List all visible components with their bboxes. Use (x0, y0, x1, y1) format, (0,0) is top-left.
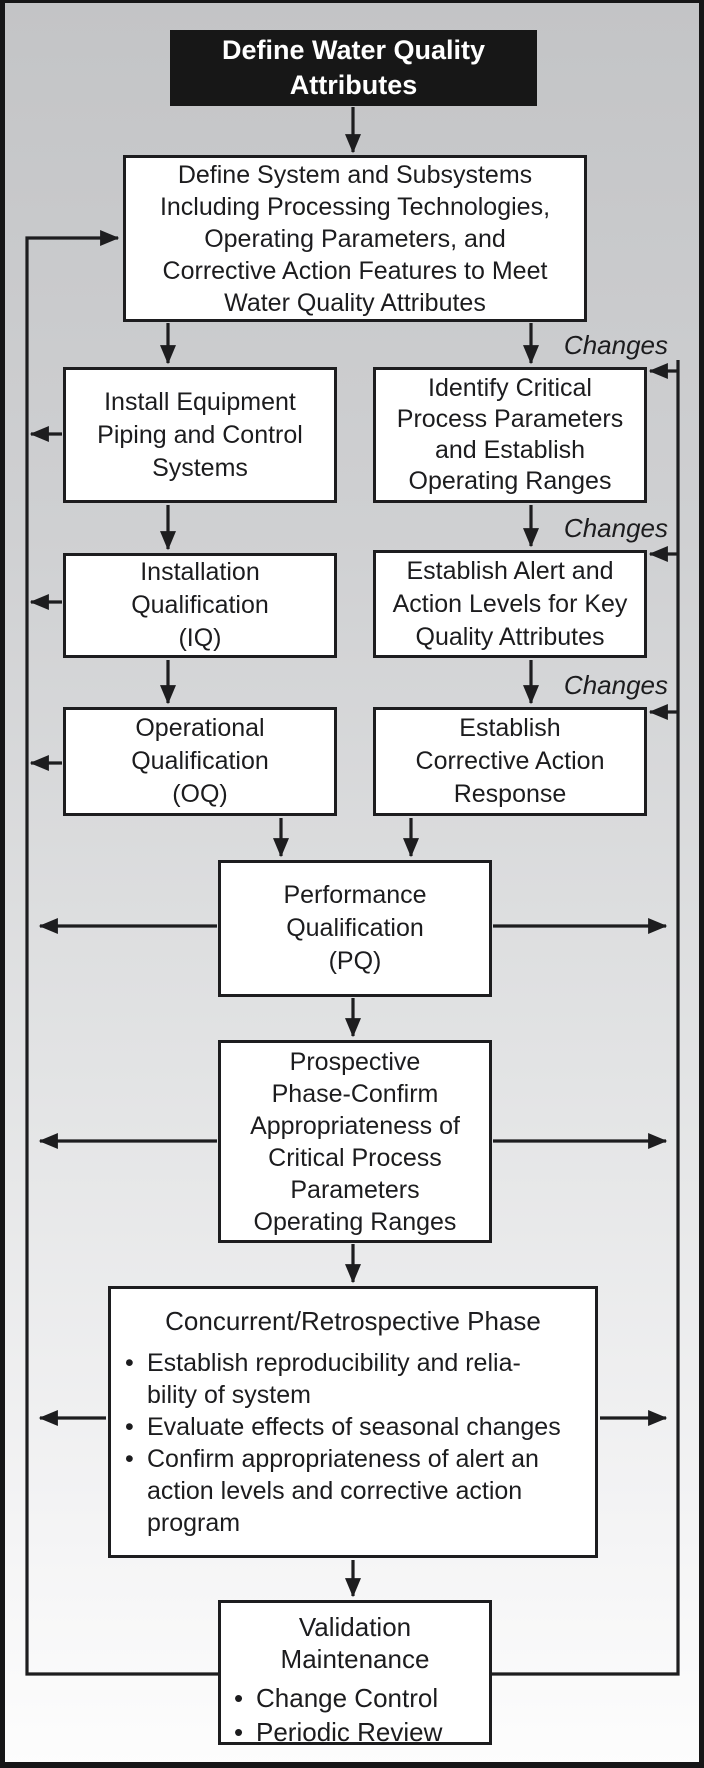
node-label: Establish Corrective Action Response (415, 714, 605, 808)
node-concurrent-retrospective-phase: Concurrent/Retrospective Phase • Establi… (108, 1286, 598, 1558)
node-label: Identify Critical Process Parameters and… (396, 374, 624, 495)
node-install-equipment: Install Equipment Piping and Control Sys… (63, 367, 337, 503)
list-item: • Evaluate effects of seasonal changes (125, 1411, 587, 1443)
node-label: Define System and Subsystems Including P… (159, 160, 551, 317)
bullet-text: Evaluate effects of seasonal changes (147, 1413, 561, 1441)
list-item: • Change Control (234, 1681, 485, 1715)
list-item: • Establish reproducibility and relia- b… (125, 1347, 587, 1411)
node-title: Concurrent/Retrospective Phase (165, 1306, 541, 1336)
bullet-icon: • (125, 1445, 134, 1473)
node-performance-qualification: Performance Qualification (PQ) (218, 860, 492, 997)
changes-label-1: Changes (563, 330, 668, 360)
node-label: Operational Qualification (OQ) (131, 714, 269, 808)
bullet-list: • Change Control • Periodic Review (221, 1681, 489, 1749)
bullet-text: Establish reproducibility and relia- bil… (147, 1349, 521, 1409)
list-item: • Confirm appropriateness of alert an ac… (125, 1443, 587, 1539)
node-define-system: Define System and Subsystems Including P… (123, 155, 587, 322)
changes-label-3: Changes (563, 670, 668, 700)
node-installation-qualification: Installation Qualification (IQ) (63, 553, 337, 658)
node-title: Validation Maintenance (280, 1612, 430, 1674)
node-label: Install Equipment Piping and Control Sys… (97, 387, 303, 482)
node-prospective-phase: Prospective Phase-Confirm Appropriatenes… (218, 1040, 492, 1243)
bullet-text: Periodic Review (256, 1717, 443, 1747)
bullet-icon: • (234, 1683, 244, 1713)
node-label: Define Water Quality Attributes (221, 35, 486, 100)
list-item: • Periodic Review (234, 1715, 485, 1749)
node-label: Prospective Phase-Confirm Appropriatenes… (250, 1047, 460, 1236)
node-establish-alert-action-levels: Establish Alert and Action Levels for Ke… (373, 550, 647, 658)
node-establish-corrective-action: Establish Corrective Action Response (373, 707, 647, 816)
changes-label-2: Changes (563, 513, 668, 543)
bullet-icon: • (125, 1413, 134, 1441)
node-define-water-quality-attributes: Define Water Quality Attributes (170, 30, 537, 106)
node-label: Installation Qualification (IQ) (131, 558, 269, 652)
bullet-list: • Establish reproducibility and relia- b… (111, 1347, 595, 1539)
bullet-icon: • (125, 1349, 134, 1377)
node-validation-maintenance: Validation Maintenance • Change Control … (218, 1600, 492, 1747)
node-label: Performance Qualification (PQ) (283, 881, 427, 975)
node-label: Establish Alert and Action Levels for Ke… (392, 556, 628, 651)
bullet-icon: • (234, 1717, 244, 1747)
bullet-text: Confirm appropriateness of alert an acti… (147, 1445, 539, 1537)
bullet-text: Change Control (256, 1683, 439, 1713)
node-operational-qualification: Operational Qualification (OQ) (63, 707, 337, 816)
node-identify-critical-parameters: Identify Critical Process Parameters and… (373, 367, 647, 503)
